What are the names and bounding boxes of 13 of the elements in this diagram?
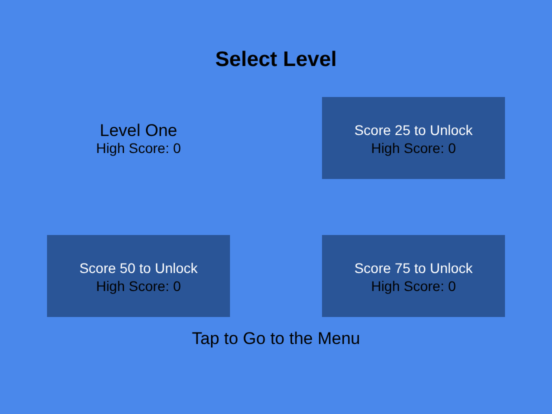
high-score-text: High Score: 0 bbox=[371, 278, 456, 294]
high-score-text: High Score: 0 bbox=[96, 140, 181, 156]
level-name: Level One bbox=[100, 120, 178, 140]
high-score-text: High Score: 0 bbox=[96, 278, 181, 294]
unlock-requirement: Score 50 to Unlock bbox=[79, 258, 198, 278]
unlock-requirement: Score 75 to Unlock bbox=[354, 258, 473, 278]
page-title: Select Level bbox=[214, 48, 338, 72]
high-score-text: High Score: 0 bbox=[371, 140, 456, 156]
locked-level-card bbox=[322, 235, 505, 317]
menu-link: Tap to Go to the Menu bbox=[190, 329, 362, 349]
locked-level-card bbox=[322, 97, 505, 179]
locked-level-card bbox=[47, 235, 230, 317]
unlock-requirement: Score 25 to Unlock bbox=[354, 120, 473, 140]
